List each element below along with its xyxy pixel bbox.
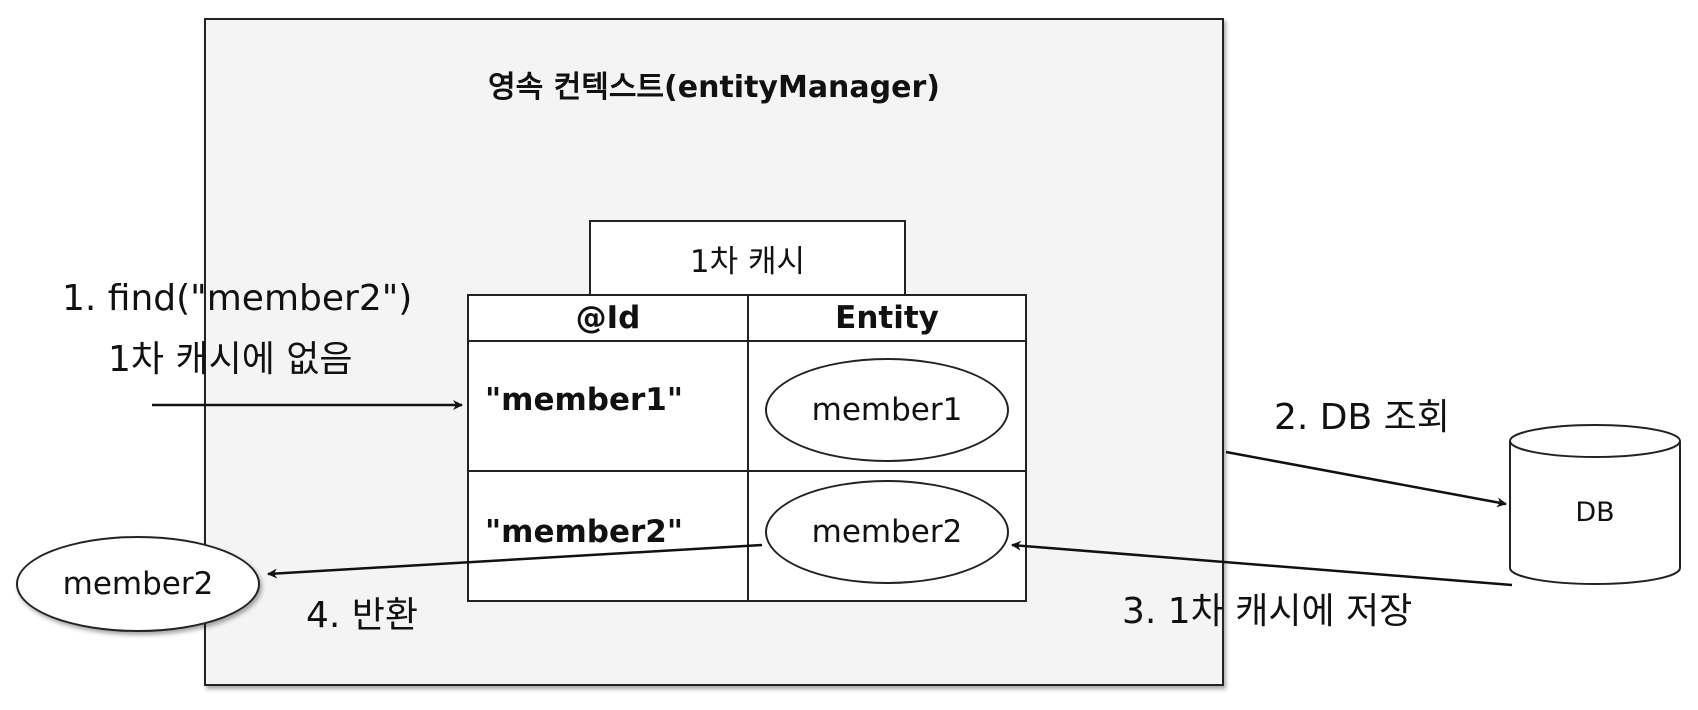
returned-entity-ellipse: member2: [16, 536, 260, 632]
entity-ellipse-member2: member2: [765, 480, 1009, 584]
id-cell-member1: "member1": [485, 382, 684, 418]
save-cache-arrow: [1011, 540, 1513, 587]
header-divider: [469, 340, 1025, 342]
id-cell-member2: "member2": [485, 514, 684, 550]
context-title: 영속 컨텍스트(entityManager): [487, 70, 940, 105]
cache-table: @Id Entity "member1" "member2" member1 m…: [467, 294, 1027, 602]
entity-column-header: Entity: [835, 300, 939, 336]
entity-label-member1: member1: [811, 392, 963, 428]
returned-entity-label: member2: [62, 566, 214, 602]
db-cylinder: [1509, 424, 1681, 585]
step-save-cache-label: 3. 1차 캐시에 저장: [1122, 591, 1413, 632]
entity-ellipse-member1: member1: [765, 358, 1009, 462]
entity-label-member2: member2: [811, 514, 963, 550]
row-divider: [469, 470, 1025, 472]
column-divider: [747, 296, 749, 600]
step-db-query-label: 2. DB 조회: [1274, 397, 1450, 438]
id-column-header: @Id: [575, 300, 641, 336]
step-find-label: 1. find("member2"): [62, 278, 413, 319]
step-return-label: 4. 반환: [306, 595, 419, 636]
step-find-sublabel: 1차 캐시에 없음: [108, 339, 353, 380]
db-query-arrow: [1225, 450, 1507, 508]
return-arrow: [267, 543, 763, 579]
db-label: DB: [1575, 497, 1615, 528]
